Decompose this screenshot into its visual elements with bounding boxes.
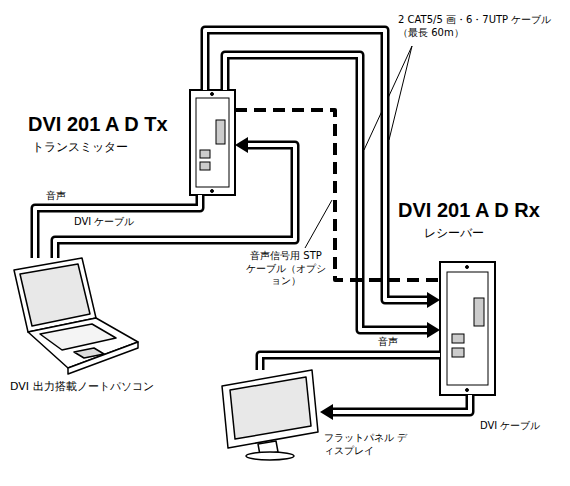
receiver-node: DVI 201 A D Rxレシーバー bbox=[440, 262, 495, 395]
model-heading: DVI 201 A D Rx bbox=[398, 198, 563, 223]
display-node: フラットパネル ディスプレイ bbox=[220, 370, 320, 460]
display-drawing bbox=[222, 370, 318, 460]
cable-connector bbox=[205, 30, 440, 308]
tx-wall-plate bbox=[190, 90, 235, 195]
cable-label: 音声信号用 STP ケーブル（オプション） bbox=[244, 250, 328, 288]
model-heading: DVI 201 A D Tx bbox=[28, 112, 186, 137]
cable-label: DVI ケーブル bbox=[72, 216, 137, 229]
cable-label: 音声 bbox=[376, 336, 400, 349]
device-caption: フラットパネル ディスプレイ bbox=[324, 432, 414, 457]
cable-connector bbox=[320, 395, 470, 420]
cable-connector bbox=[260, 355, 440, 370]
laptop-node: DVI 出力搭載ノートパソコン bbox=[5, 258, 140, 375]
laptop-drawing bbox=[14, 258, 138, 374]
cable-note: 2 CAT5/5 画・6・7UTP ケーブル（最長 60m） bbox=[398, 14, 563, 39]
cable-connector bbox=[35, 195, 200, 258]
device-caption: トランスミッター bbox=[32, 140, 172, 155]
cable-connector bbox=[55, 137, 295, 258]
transmitter-node: DVI 201 A D Txトランスミッター bbox=[190, 90, 235, 195]
cable-label: 音声 bbox=[44, 190, 68, 203]
rx-wall-plate bbox=[440, 262, 495, 395]
cable-label: DVI ケーブル bbox=[478, 420, 543, 433]
device-caption: レシーバー bbox=[424, 226, 544, 241]
cable-connector bbox=[225, 55, 440, 338]
device-caption: DVI 出力搭載ノートパソコン bbox=[10, 380, 185, 394]
